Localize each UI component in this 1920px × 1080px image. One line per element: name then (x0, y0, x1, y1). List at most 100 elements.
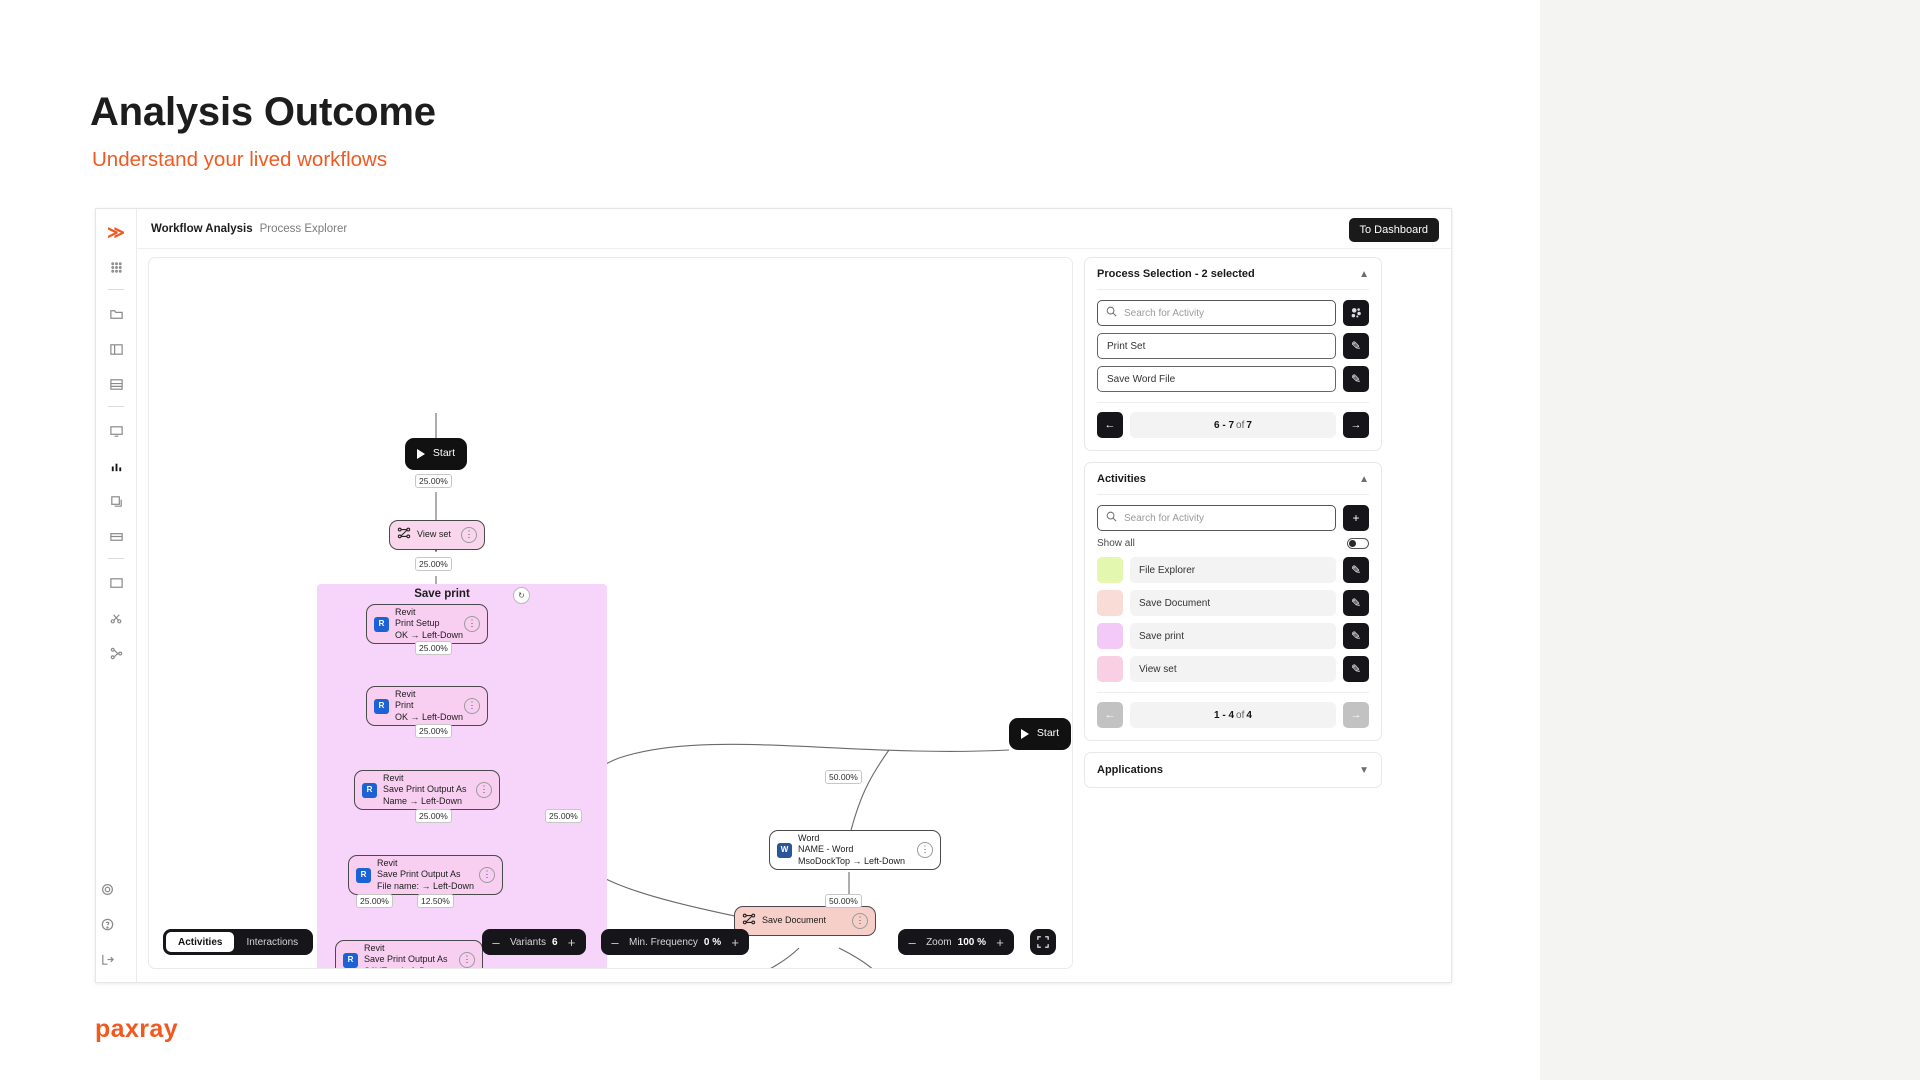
node-menu-icon[interactable]: ⋮ (459, 952, 475, 968)
screen-icon[interactable] (105, 572, 127, 594)
activities-header[interactable]: Activities ▲ (1097, 473, 1369, 494)
table-icon[interactable] (105, 373, 127, 395)
activity-item-view-set[interactable]: View set (1130, 656, 1336, 682)
chevron-down-icon[interactable]: ▼ (1359, 764, 1369, 776)
applications-header[interactable]: Applications ▼ (1097, 764, 1369, 776)
process-item-print-set[interactable]: Print Set (1097, 333, 1336, 359)
app-window: ≫ Workflow Analysis Process Explorer To … (95, 208, 1452, 983)
edit-icon[interactable]: ✎ (1343, 366, 1369, 392)
layout-icon[interactable] (105, 338, 127, 360)
variants-plus-button[interactable]: + (567, 934, 576, 950)
process-item-save-word-file[interactable]: Save Word File (1097, 366, 1336, 392)
node-save-document[interactable]: Save Document ⋮ (734, 906, 876, 936)
node-start-2-label: Start (1036, 727, 1060, 740)
add-activity-button[interactable]: + (1343, 505, 1369, 531)
toggle-knob (1349, 540, 1356, 547)
tab-interactions[interactable]: Interactions (246, 936, 299, 948)
node-menu-icon[interactable]: ⋮ (852, 913, 868, 929)
monitor-icon[interactable] (105, 420, 127, 442)
logout-icon[interactable] (96, 948, 118, 970)
applications-title: Applications (1097, 764, 1164, 776)
next-page-button[interactable]: → (1343, 412, 1369, 438)
node-menu-icon[interactable]: ⋮ (917, 842, 933, 858)
activities-search-input[interactable]: Search for Activity (1097, 505, 1336, 531)
show-all-toggle[interactable] (1347, 538, 1369, 549)
edit-icon[interactable]: ✎ (1343, 557, 1369, 583)
min-frequency-stepper[interactable]: – Min. Frequency 0 % + (601, 929, 750, 955)
node-view-set-label: View set (417, 529, 451, 540)
process-graph-canvas[interactable]: Save print ↻ File Explorer ↻ Start View … (148, 257, 1073, 969)
divider (1097, 494, 1369, 495)
activity-color-save-document (1097, 590, 1123, 616)
chevron-up-icon[interactable]: ▲ (1359, 268, 1369, 280)
folder-icon[interactable] (105, 303, 127, 325)
settings-icon[interactable] (96, 878, 118, 900)
activity-item-file-explorer[interactable]: File Explorer (1130, 557, 1336, 583)
process-selection-header[interactable]: Process Selection - 2 selected ▲ (1097, 268, 1369, 289)
scissors-icon[interactable] (105, 607, 127, 629)
prev-page-button[interactable]: ← (1097, 412, 1123, 438)
page-range: 6 - 7 (1214, 419, 1235, 431)
process-search-input[interactable]: Search for Activity (1097, 300, 1336, 326)
to-dashboard-button[interactable]: To Dashboard (1348, 218, 1439, 242)
rail-bottom-group (96, 865, 137, 970)
cluster-icon[interactable] (1343, 300, 1369, 326)
group-save-print-badge[interactable]: ↻ (513, 587, 530, 604)
node-menu-icon[interactable]: ⋮ (464, 698, 480, 714)
chevron-up-icon[interactable]: ▲ (1359, 473, 1369, 485)
edge-label: 25.00% (415, 724, 452, 738)
copy-icon[interactable] (105, 490, 127, 512)
node-start-2[interactable]: Start (1009, 718, 1071, 750)
edit-icon[interactable]: ✎ (1343, 656, 1369, 682)
revit-icon: R (362, 782, 377, 798)
view-mode-tabs[interactable]: Activities Interactions (163, 929, 314, 955)
page-of: of (1236, 709, 1245, 721)
applications-card[interactable]: Applications ▼ (1084, 752, 1382, 788)
edit-icon[interactable]: ✎ (1343, 623, 1369, 649)
activity-row: Save print ✎ (1097, 623, 1369, 649)
node-start-1[interactable]: Start (405, 438, 467, 470)
help-icon[interactable] (96, 913, 118, 935)
fullscreen-icon[interactable] (1030, 929, 1056, 955)
variants-stepper[interactable]: – Variants 6 + (482, 929, 586, 955)
edit-icon[interactable]: ✎ (1343, 333, 1369, 359)
variants-minus-button[interactable]: – (492, 934, 500, 950)
bar-chart-icon[interactable] (105, 455, 127, 477)
zoom-stepper[interactable]: – Zoom 100 % + (898, 929, 1014, 955)
zoom-plus-button[interactable]: + (996, 934, 1004, 950)
min-frequency-plus-button[interactable]: + (731, 934, 739, 950)
activity-item-save-print[interactable]: Save print (1130, 623, 1336, 649)
card-icon[interactable] (105, 525, 127, 547)
tab-activities[interactable]: Activities (166, 932, 235, 952)
node-menu-icon[interactable]: ⋮ (461, 527, 477, 543)
branch-icon[interactable] (105, 642, 127, 664)
prev-page-button[interactable]: ← (1097, 702, 1123, 728)
node-menu-icon[interactable]: ⋮ (479, 867, 495, 883)
zoom-label: Zoom (926, 936, 952, 948)
process-search-placeholder: Search for Activity (1124, 307, 1205, 319)
activity-item-save-document[interactable]: Save Document (1130, 590, 1336, 616)
node-menu-icon[interactable]: ⋮ (476, 782, 492, 798)
next-page-button[interactable]: → (1343, 702, 1369, 728)
rail-divider-3 (108, 558, 124, 559)
activity-color-save-print (1097, 623, 1123, 649)
page-range: 1 - 4 (1214, 709, 1235, 721)
group-save-print-title: Save print (414, 588, 470, 600)
process-selection-title: Process Selection - 2 selected (1097, 268, 1255, 280)
node-menu-icon[interactable]: ⋮ (464, 616, 480, 632)
edge-label: 25.00% (356, 894, 393, 908)
page-total: 7 (1246, 419, 1252, 431)
min-frequency-minus-button[interactable]: – (611, 934, 619, 950)
node-view-set[interactable]: View set ⋮ (389, 520, 485, 550)
grid-icon[interactable] (105, 256, 127, 278)
edit-icon[interactable]: ✎ (1343, 590, 1369, 616)
zoom-minus-button[interactable]: – (908, 934, 916, 950)
